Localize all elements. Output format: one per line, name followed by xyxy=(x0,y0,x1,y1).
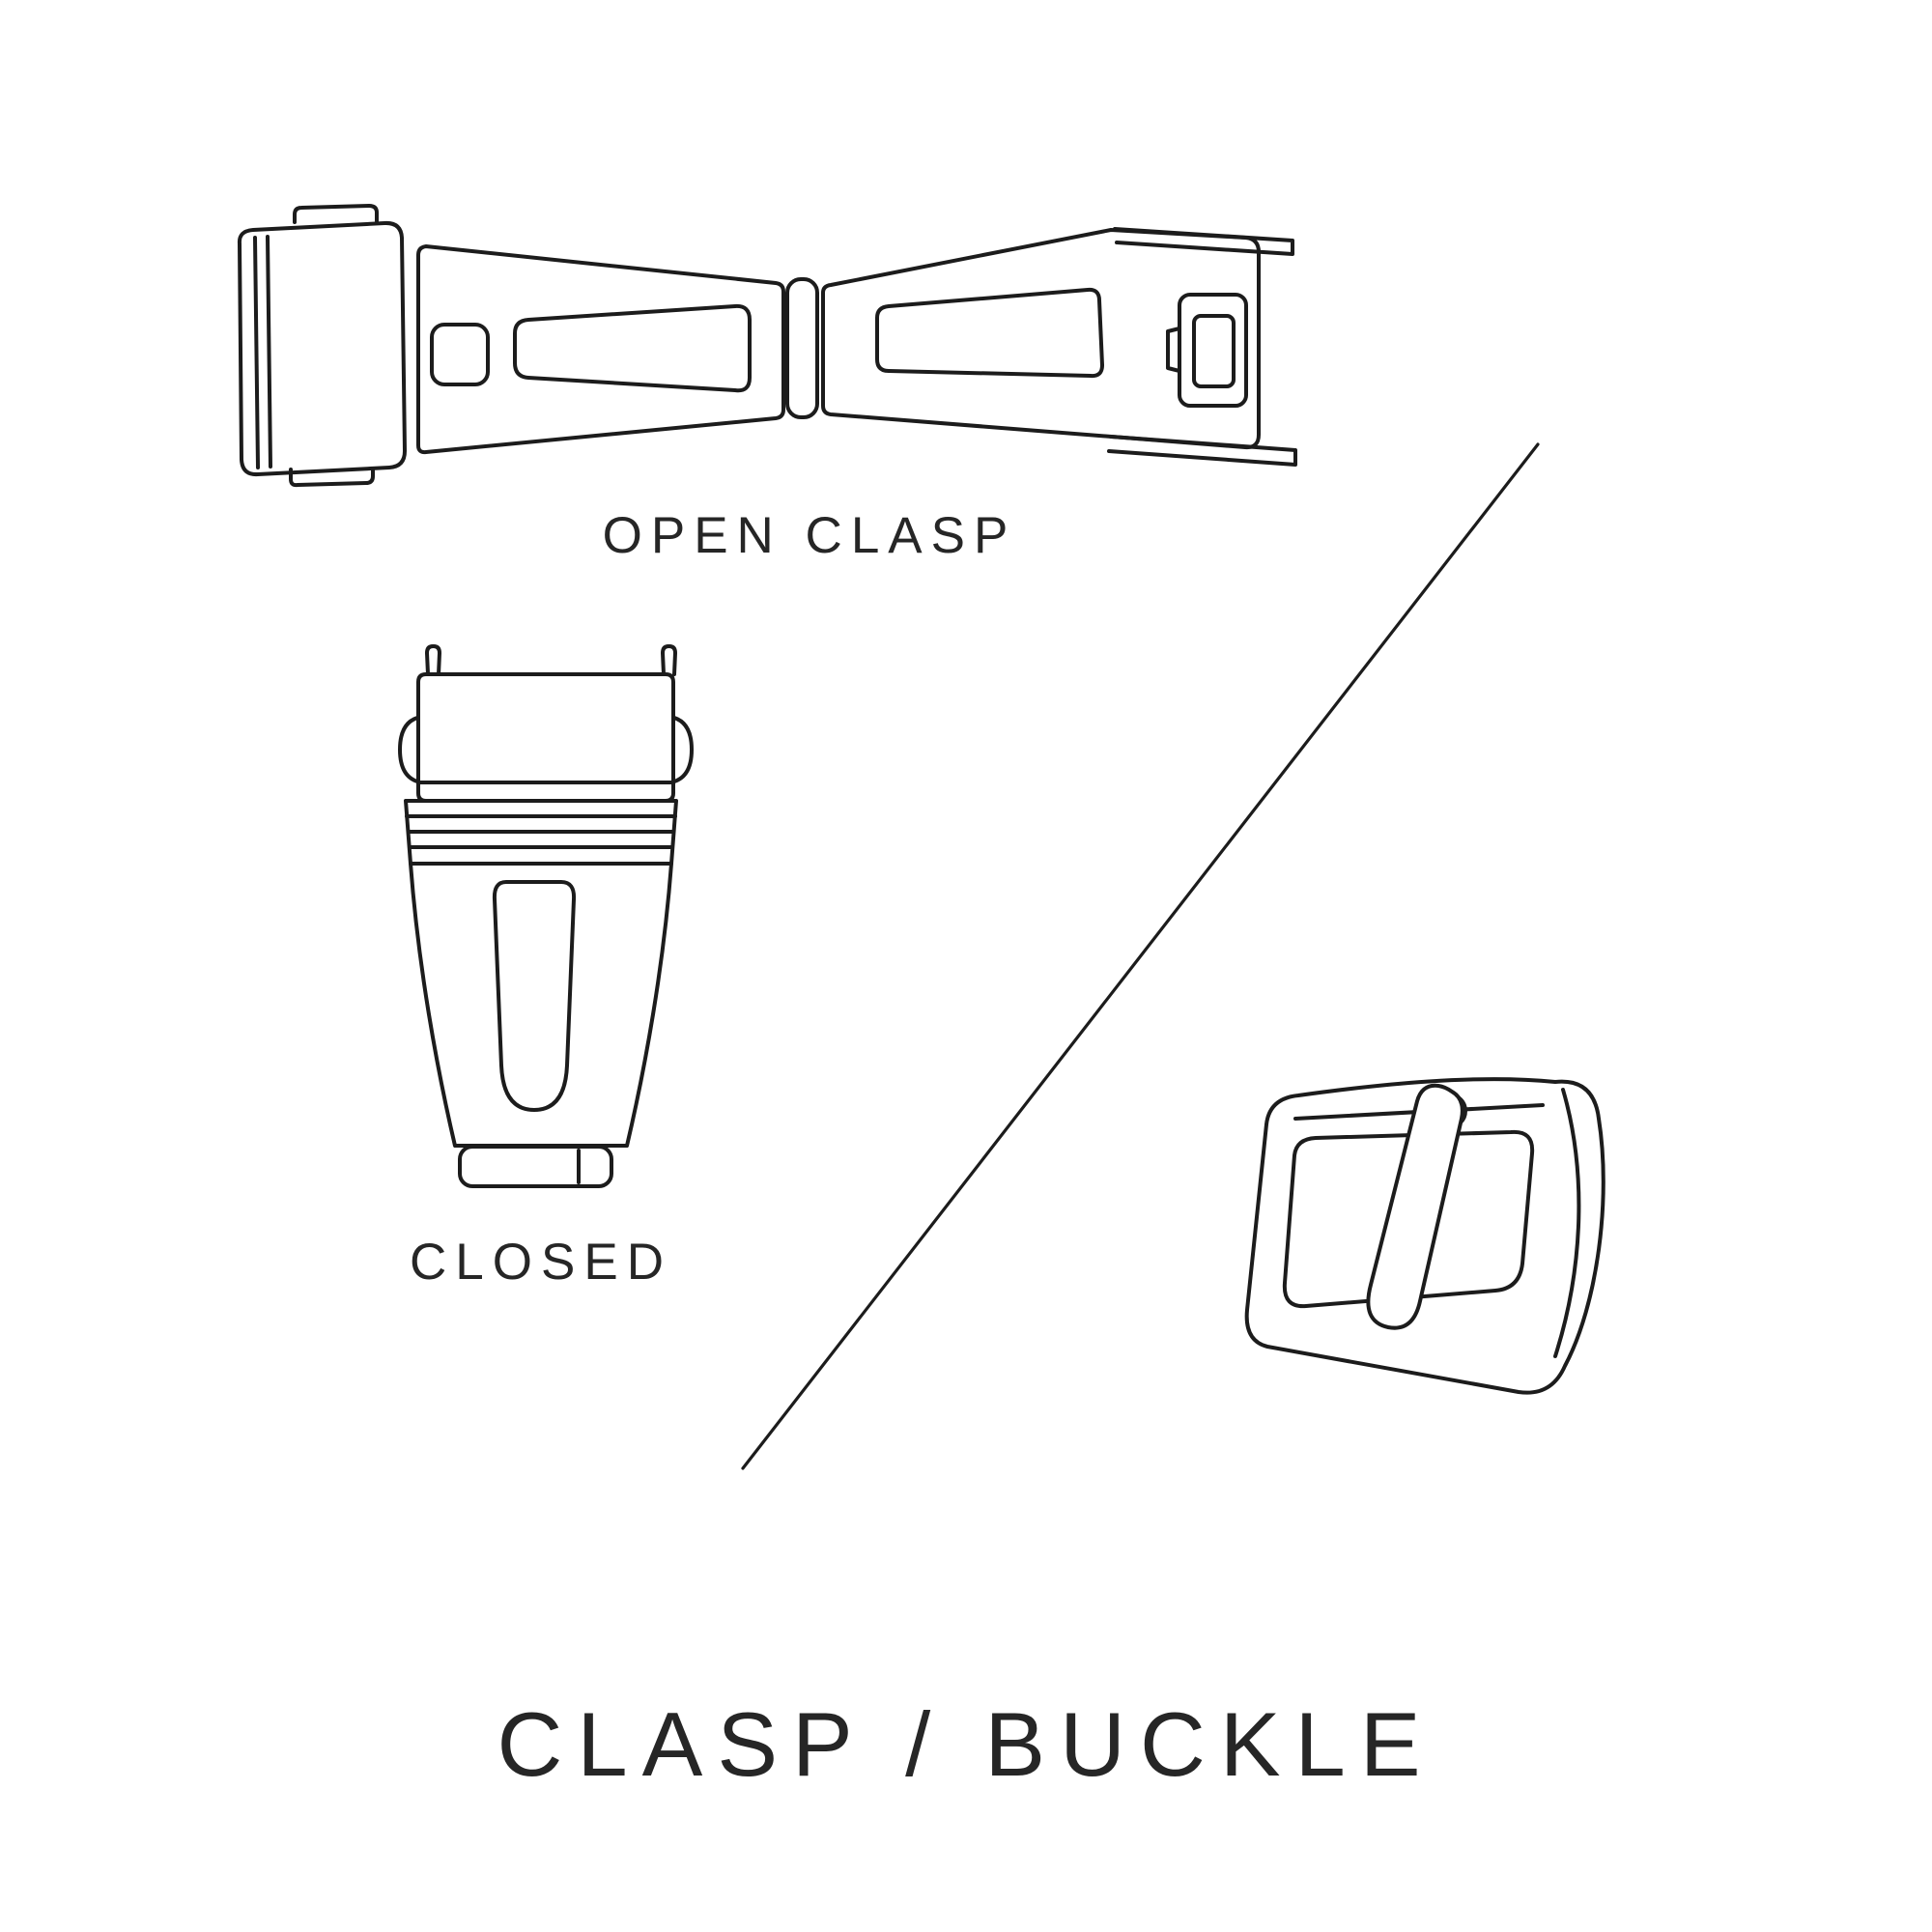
open-clasp-label: OPEN CLASP xyxy=(602,507,1017,564)
buckle-pin xyxy=(1366,1083,1464,1330)
pin-buckle-illustration xyxy=(1244,1077,1605,1395)
divider-line xyxy=(741,442,1540,1470)
open-clasp-fold-link xyxy=(237,220,407,477)
closed-clasp-body xyxy=(409,862,673,1148)
open-clasp-hinge xyxy=(785,277,819,419)
closed-clasp-illustration xyxy=(398,644,694,1188)
open-clasp-illustration xyxy=(237,204,1297,488)
diagram-title: CLASP / BUCKLE xyxy=(497,1693,1435,1795)
open-clasp-left-arm xyxy=(416,244,785,455)
closed-clasp-label: CLOSED xyxy=(410,1234,672,1291)
